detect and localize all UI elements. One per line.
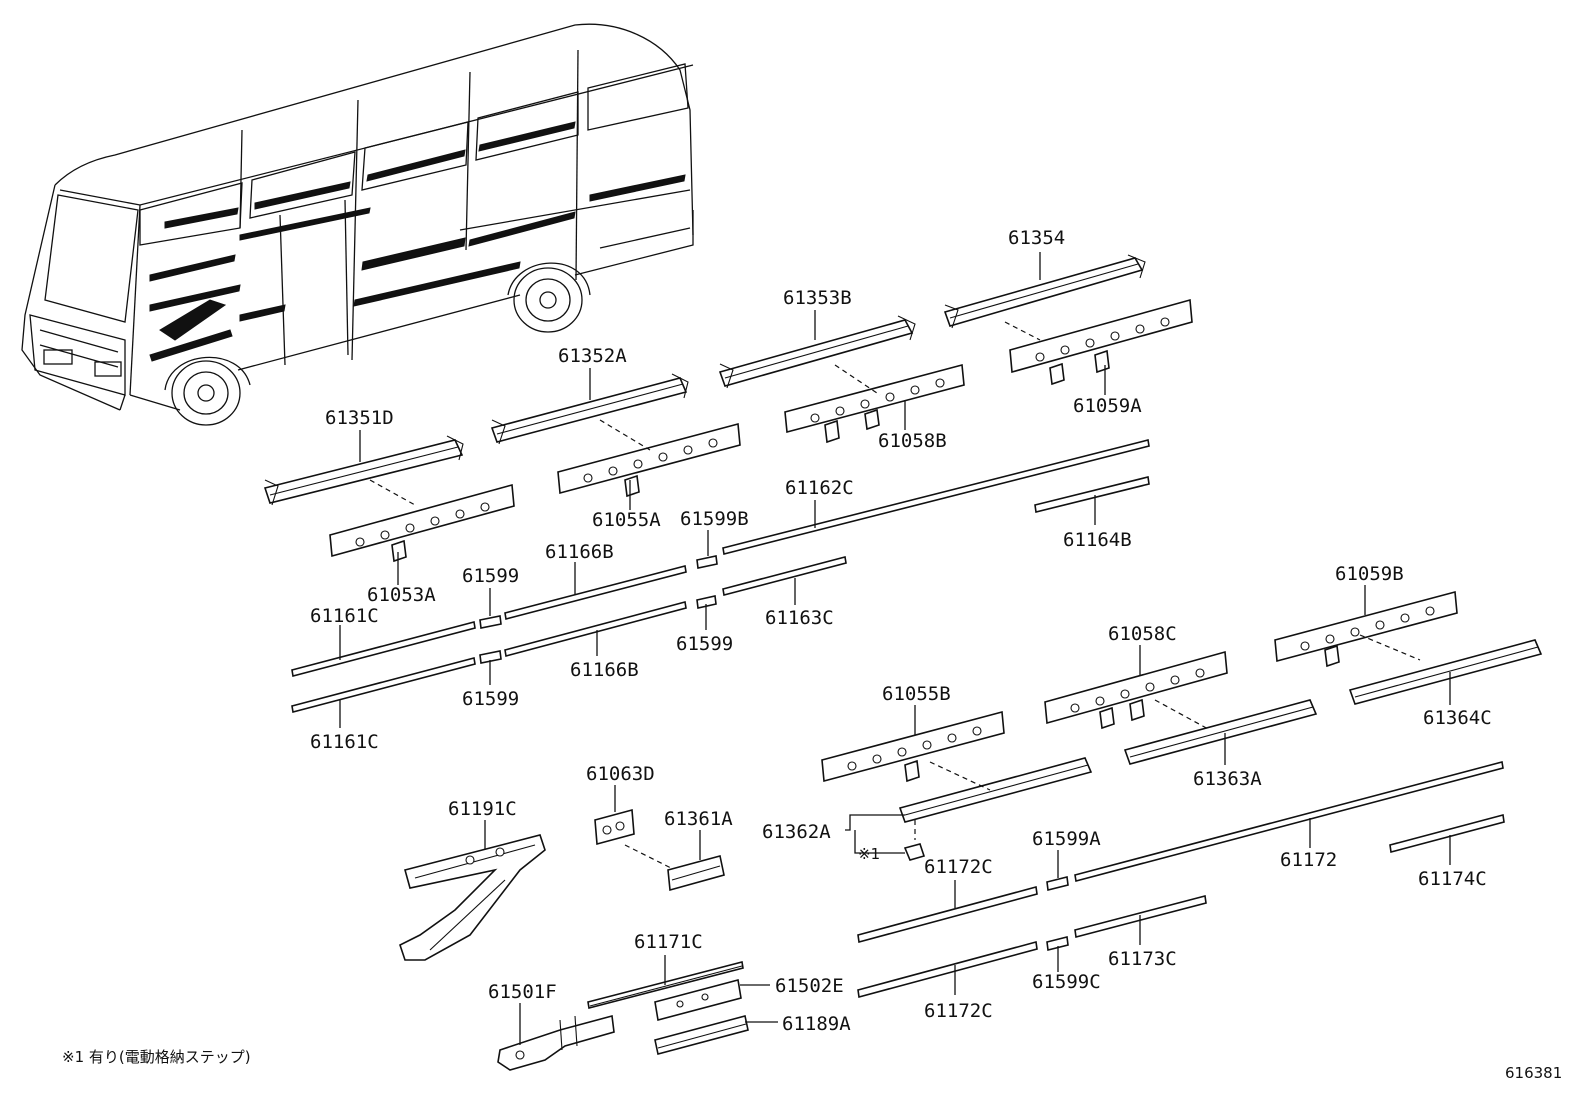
part-61502E bbox=[654, 979, 742, 1021]
part-61163C bbox=[722, 556, 847, 596]
part-61058B bbox=[784, 363, 965, 444]
dash-61352A bbox=[599, 419, 651, 451]
label-61166B-top: 61166B bbox=[545, 541, 614, 563]
label-61362A: 61362A bbox=[762, 821, 831, 843]
part-61501F bbox=[497, 1014, 615, 1071]
label-61354: 61354 bbox=[1008, 227, 1065, 249]
label-61171C: 61171C bbox=[634, 931, 703, 953]
part-61058C bbox=[1044, 650, 1228, 730]
label-61352A: 61352A bbox=[558, 345, 627, 367]
part-61191C bbox=[399, 834, 546, 961]
part-61053A bbox=[329, 483, 515, 563]
part-61166B-bot bbox=[504, 601, 687, 657]
part-61164B bbox=[1034, 476, 1150, 513]
part-61353B bbox=[718, 315, 916, 389]
part-61059A bbox=[1009, 298, 1193, 386]
label-61166B-bot: 61166B bbox=[570, 659, 639, 681]
label-61059A: 61059A bbox=[1073, 395, 1142, 417]
dash-61058C bbox=[1154, 699, 1211, 731]
part-61599C bbox=[1046, 936, 1069, 951]
footnote-text: ※1 有り(電動格納ステップ) bbox=[62, 1048, 251, 1066]
part-61059B bbox=[1274, 590, 1458, 668]
part-61599-top bbox=[479, 615, 502, 629]
part-61352A bbox=[490, 373, 689, 445]
label-61173C: 61173C bbox=[1108, 948, 1177, 970]
labels: 61354 61353B 61352A 61351D 61059A 61058B… bbox=[62, 227, 1562, 1082]
label-61058B: 61058B bbox=[878, 430, 947, 452]
label-61353B: 61353B bbox=[783, 287, 852, 309]
dash-61353B bbox=[834, 364, 881, 396]
label-61055A: 61055A bbox=[592, 509, 661, 531]
label-61161C-bot: 61161C bbox=[310, 731, 379, 753]
label-61599C: 61599C bbox=[1032, 971, 1101, 993]
label-61364C: 61364C bbox=[1423, 707, 1492, 729]
part-61162C bbox=[722, 439, 1150, 555]
part-61599A bbox=[1046, 876, 1069, 891]
label-61599-mid: 61599 bbox=[676, 633, 733, 655]
label-61599B: 61599B bbox=[680, 508, 749, 530]
diagram-id: 616381 bbox=[1505, 1064, 1562, 1082]
part-61063D bbox=[594, 808, 635, 846]
dash-61354 bbox=[1004, 321, 1041, 341]
dash-61055B bbox=[929, 761, 991, 791]
label-61161C-top: 61161C bbox=[310, 605, 379, 627]
part-61172C-bot bbox=[857, 940, 1038, 999]
label-mark1: ※1 bbox=[858, 845, 880, 863]
part-61364C bbox=[1348, 639, 1543, 705]
label-61053A: 61053A bbox=[367, 584, 436, 606]
part-61172C-top bbox=[857, 885, 1038, 944]
label-61501F: 61501F bbox=[488, 981, 557, 1003]
part-61599-bot bbox=[479, 650, 502, 664]
label-61172: 61172 bbox=[1280, 849, 1337, 871]
part-61166B-top bbox=[504, 565, 687, 620]
label-61162C: 61162C bbox=[785, 477, 854, 499]
label-61172C-bot: 61172C bbox=[924, 1000, 993, 1022]
label-61351D: 61351D bbox=[325, 407, 394, 429]
label-61174C: 61174C bbox=[1418, 868, 1487, 890]
label-61172C-top: 61172C bbox=[924, 856, 993, 878]
label-61058C: 61058C bbox=[1108, 623, 1177, 645]
part-61599-mid bbox=[696, 595, 717, 609]
part-61189A bbox=[654, 1015, 749, 1055]
part-61363A bbox=[1123, 699, 1318, 765]
part-61055A bbox=[557, 422, 741, 498]
dash-61351D bbox=[369, 479, 416, 506]
label-61502E: 61502E bbox=[775, 975, 844, 997]
part-61361A bbox=[667, 855, 725, 892]
label-61599A: 61599A bbox=[1032, 828, 1101, 850]
dash-61059B bbox=[1359, 634, 1421, 661]
part-61351D bbox=[263, 435, 464, 506]
label-61363A: 61363A bbox=[1193, 768, 1262, 790]
label-61599-top: 61599 bbox=[462, 565, 519, 587]
part-step-bracket-mark1 bbox=[903, 843, 926, 861]
part-61174C bbox=[1389, 813, 1505, 854]
part-61362A bbox=[898, 757, 1093, 823]
part-61599B bbox=[696, 555, 718, 569]
label-61191C: 61191C bbox=[448, 798, 517, 820]
part-61172 bbox=[1074, 761, 1504, 882]
leader-mark1 bbox=[854, 830, 905, 854]
leader-61362A bbox=[845, 814, 905, 831]
part-61055B bbox=[821, 710, 1005, 783]
label-61055B: 61055B bbox=[882, 683, 951, 705]
label-61063D: 61063D bbox=[586, 763, 655, 785]
part-61161C-bot bbox=[291, 657, 476, 713]
label-61163C: 61163C bbox=[765, 607, 834, 629]
label-61189A: 61189A bbox=[782, 1013, 851, 1035]
van-illustration bbox=[21, 23, 694, 426]
label-61059B: 61059B bbox=[1335, 563, 1404, 585]
label-61361A: 61361A bbox=[664, 808, 733, 830]
part-61354 bbox=[943, 254, 1146, 329]
dash-61063D bbox=[624, 844, 676, 871]
label-61164B: 61164B bbox=[1063, 529, 1132, 551]
label-61599-bot: 61599 bbox=[462, 688, 519, 710]
part-61161C-top bbox=[291, 621, 476, 677]
